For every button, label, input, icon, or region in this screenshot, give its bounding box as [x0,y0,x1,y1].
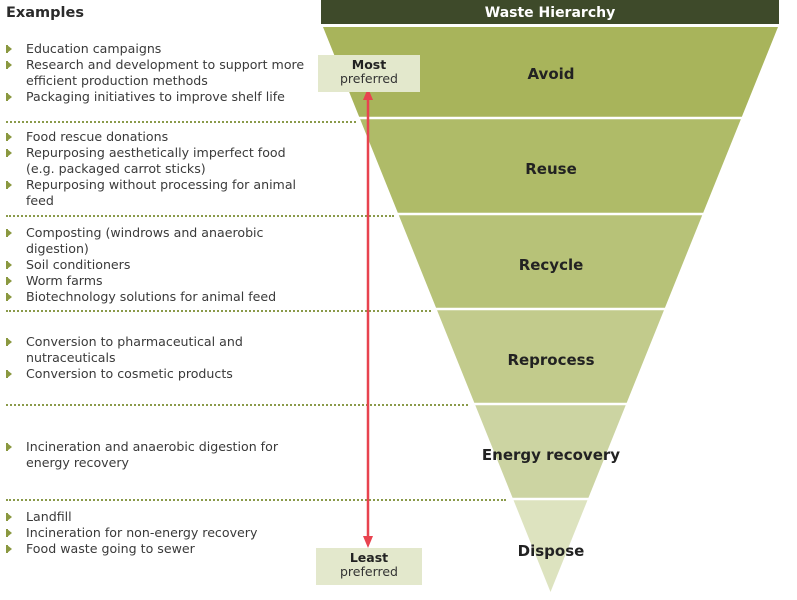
tier-label-dispose: Dispose [517,542,585,560]
bullet-icon [6,133,12,141]
bullet-icon [6,370,12,378]
tier-reprocess [437,310,664,403]
arrow-up-icon [363,88,373,100]
tier-label-recycle: Recycle [518,256,584,274]
example-item: Research and development to support more… [6,57,306,89]
preference-arrow [363,88,373,548]
example-item: Food rescue donations [6,129,306,145]
tier-energy-recovery [475,405,626,498]
examples-group-recycle: Composting (windrows and anaerobic diges… [6,225,306,305]
examples-group-reuse: Food rescue donations Repurposing aesthe… [6,129,306,209]
examples-group-energy-recovery: Incineration and anaerobic digestion for… [6,439,306,471]
tier-label-reuse: Reuse [525,160,577,178]
bullet-icon [6,293,12,301]
examples-group-avoid: Education campaigns Research and develop… [6,41,306,105]
examples-heading: Examples [6,5,84,21]
example-item: Conversion to cosmetic products [6,366,306,382]
bullet-icon [6,181,12,189]
bullet-icon [6,149,12,157]
divider [6,310,431,312]
example-item: Incineration for non-energy recovery [6,525,306,541]
most-preferred-label: Most preferred [318,55,420,92]
example-item: Incineration and anaerobic digestion for… [6,439,306,471]
tier-reuse [360,119,741,213]
waste-hierarchy-header: Waste Hierarchy [321,0,779,24]
example-item: Food waste going to sewer [6,541,306,557]
arrow-down-icon [363,536,373,548]
example-item: Repurposing aesthetically imperfect food… [6,145,306,177]
bullet-icon [6,61,12,69]
tier-recycle [398,215,703,308]
tier-label-energy-recovery: Energy recovery [481,446,621,464]
tier-avoid [323,27,778,117]
bullet-icon [6,229,12,237]
divider [6,121,356,123]
bullet-icon [6,443,12,451]
examples-group-dispose: Landfill Incineration for non-energy rec… [6,509,306,557]
least-preferred-label: Least preferred [316,548,422,585]
tier-label-reprocess: Reprocess [507,351,595,369]
bullet-icon [6,45,12,53]
example-item: Conversion to pharmaceutical and nutrace… [6,334,306,366]
divider [6,499,506,501]
examples-group-reprocess: Conversion to pharmaceutical and nutrace… [6,334,306,382]
bullet-icon [6,277,12,285]
example-item: Worm farms [6,273,306,289]
example-item: Education campaigns [6,41,306,57]
divider [6,215,394,217]
bullet-icon [6,513,12,521]
bullet-icon [6,261,12,269]
example-item: Landfill [6,509,306,525]
example-item: Composting (windrows and anaerobic diges… [6,225,306,257]
tier-label-avoid: Avoid [527,65,575,83]
tier-dispose [513,500,588,592]
example-item: Packaging initiatives to improve shelf l… [6,89,306,105]
bullet-icon [6,529,12,537]
divider [6,404,468,406]
bullet-icon [6,545,12,553]
example-item: Soil conditioners [6,257,306,273]
example-item: Repurposing without processing for anima… [6,177,306,209]
example-item: Biotechnology solutions for animal feed [6,289,306,305]
bullet-icon [6,338,12,346]
bullet-icon [6,93,12,101]
